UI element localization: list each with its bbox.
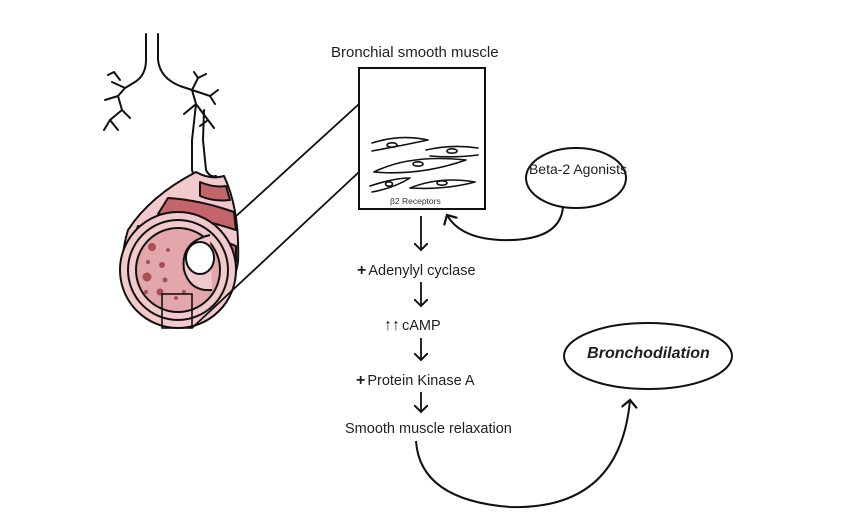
step-label: cAMP: [402, 318, 441, 334]
step-label: Protein Kinase A: [367, 373, 475, 389]
outcome-label: Bronchodilation: [587, 345, 710, 362]
increase-icon: ↑↑: [384, 317, 400, 334]
airway-spots: [142, 243, 186, 300]
stimulate-icon: +: [357, 262, 367, 279]
projection-line-top: [233, 103, 360, 219]
step-label: Adenylyl cyclase: [368, 263, 476, 279]
pathway-step-adenylyl-cyclase: +Adenylyl cyclase: [357, 262, 476, 280]
pathway-step-protein-kinase-a: +Protein Kinase A: [356, 372, 475, 390]
projection-line-bottom: [191, 171, 360, 329]
agonist-ellipse: [525, 147, 627, 209]
step-label: Smooth muscle relaxation: [345, 421, 512, 437]
outcome-ellipse: [563, 322, 733, 390]
outcome-arrow: [415, 400, 630, 509]
diagram-title: Bronchial smooth muscle: [331, 44, 499, 61]
bronchial-tree-icon: [103, 33, 219, 181]
airway-cross-section-icon: [119, 171, 240, 329]
receptor-label: β2 Receptors: [390, 196, 441, 206]
pathway-step-relaxation: Smooth muscle relaxation: [345, 421, 512, 437]
agonist-label: Beta-2 Agonists: [528, 161, 628, 177]
zoom-region-box: [161, 293, 193, 329]
pathway-step-camp: ↑↑cAMP: [384, 317, 441, 335]
stimulate-icon: +: [356, 372, 366, 389]
muscle-cells-icon: [369, 136, 479, 193]
agonist-arrow: [447, 206, 564, 242]
